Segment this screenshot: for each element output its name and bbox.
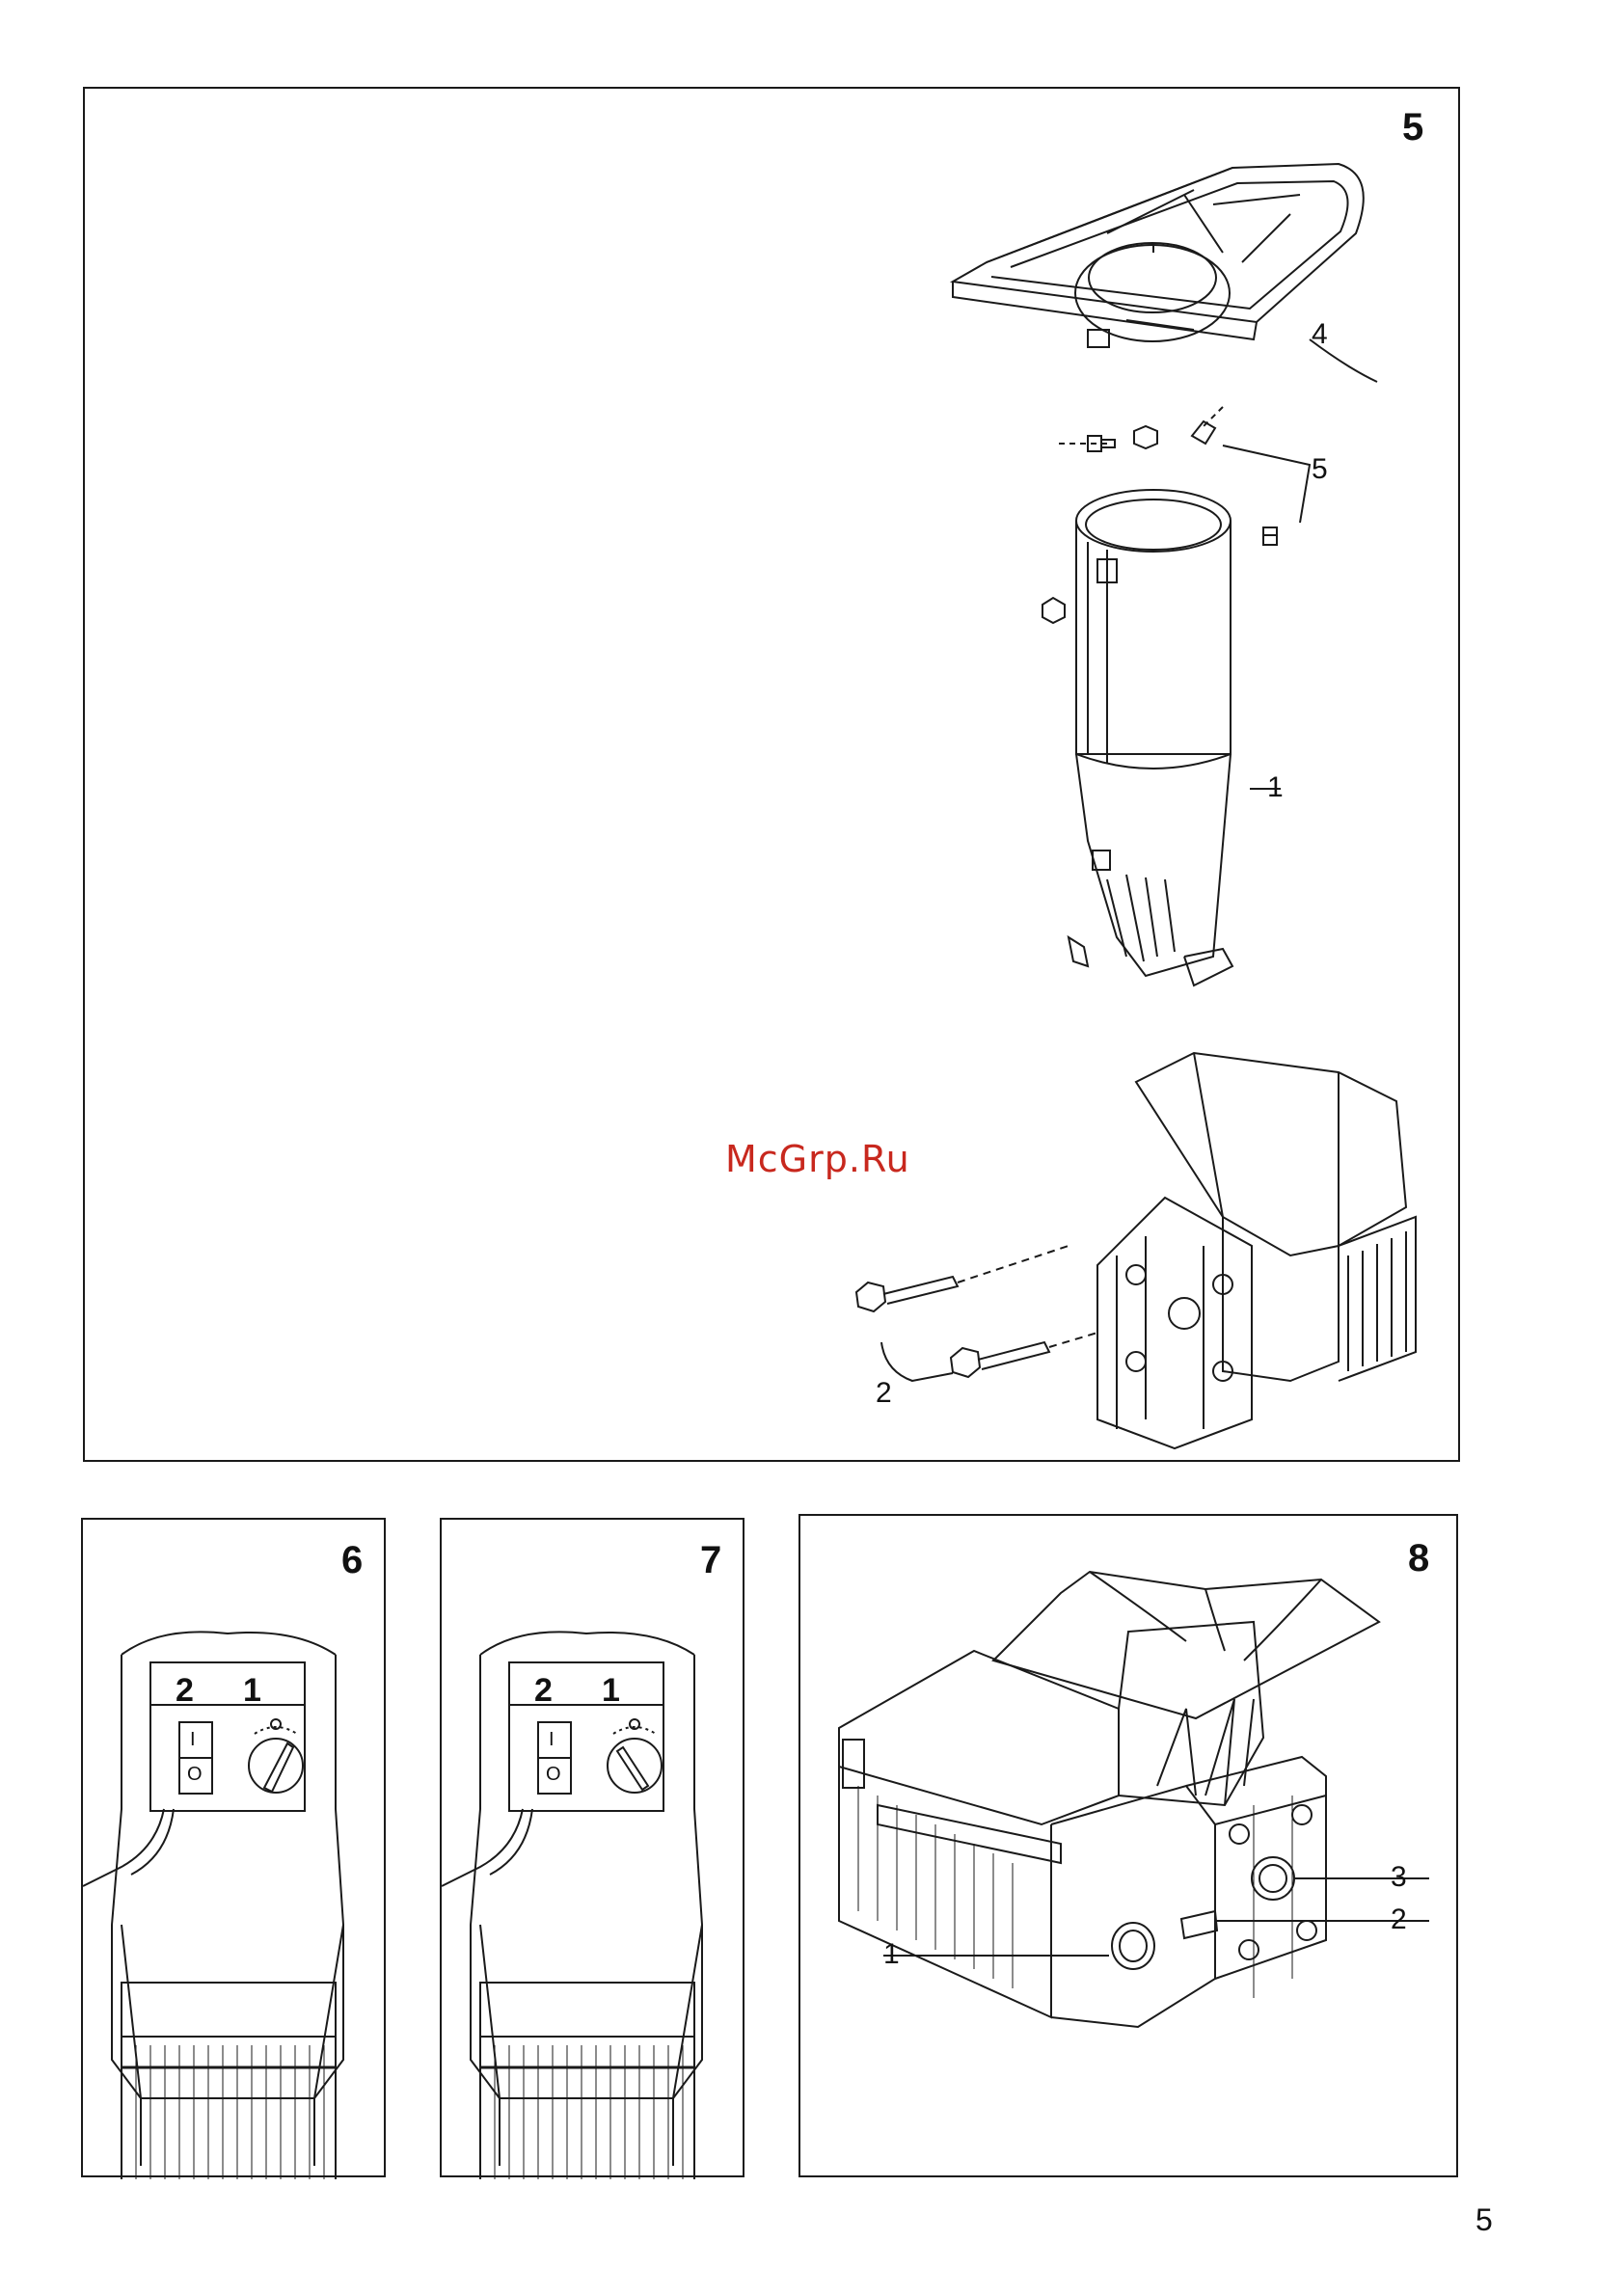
callout-1: 1 (1267, 773, 1284, 802)
figure-8-panel: 8 (798, 1514, 1458, 2177)
mounting-bolts (856, 1246, 1097, 1377)
callout-2: 2 (876, 1379, 892, 1408)
figure-6-drawing (83, 1520, 388, 2179)
callout-1: 1 (883, 1940, 900, 1969)
switch-label-1: 1 (243, 1674, 261, 1707)
callout-5: 5 (1312, 455, 1328, 484)
machine-body (1097, 1053, 1416, 1448)
callout-3: 3 (1391, 1863, 1407, 1892)
rocker-off: O (187, 1765, 203, 1784)
page-number: 5 (1475, 2202, 1493, 2238)
callout-4: 4 (1312, 320, 1328, 349)
switch-label-2: 2 (534, 1674, 553, 1707)
figure-7-drawing (442, 1520, 746, 2179)
hopper-tray (953, 164, 1364, 347)
figure-6-panel: 6 2 1 I O (81, 1518, 386, 2177)
figure-5-panel: 5 (83, 87, 1460, 1462)
rocker-off: O (546, 1765, 561, 1784)
switch-label-2: 2 (176, 1674, 194, 1707)
callout-2: 2 (1391, 1905, 1407, 1934)
watermark: McGrp.Ru (725, 1138, 910, 1180)
leader-2 (881, 1342, 953, 1381)
figure-5-drawing (85, 89, 1462, 1464)
rocker-on: I (190, 1730, 196, 1749)
feed-tube (1069, 490, 1232, 986)
switch-label-1: 1 (602, 1674, 620, 1707)
figure-7-panel: 7 2 1 I O (440, 1518, 744, 2177)
figure-8-drawing (800, 1516, 1460, 2179)
rocker-on: I (549, 1730, 555, 1749)
leader-5 (1223, 446, 1310, 523)
